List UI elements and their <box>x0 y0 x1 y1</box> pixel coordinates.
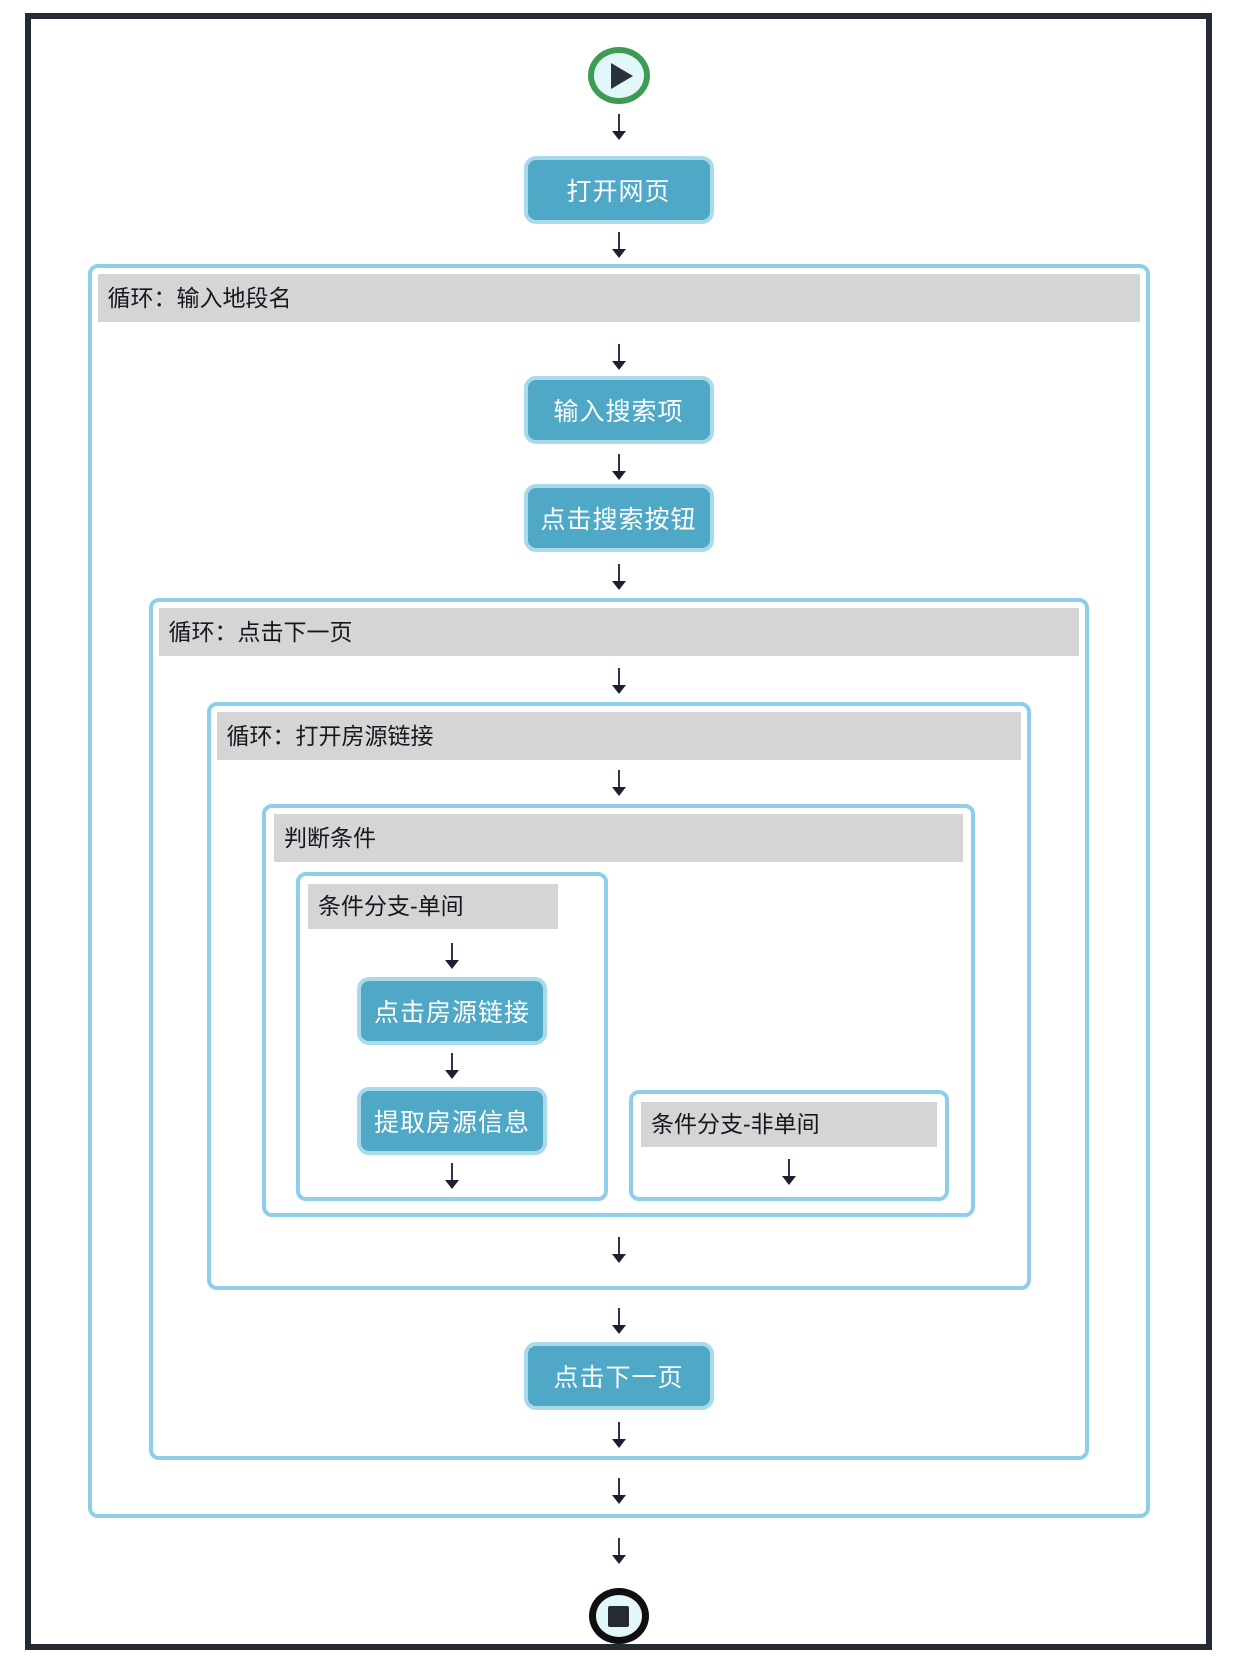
step-enter-search-term[interactable]: 输入搜索项 <box>523 376 714 445</box>
branch-single-container: 条件分支-单间 点击房源链接 提取房源信息 <box>296 872 608 1202</box>
play-icon[interactable] <box>587 47 650 105</box>
arrow-down-icon <box>444 943 460 969</box>
arrow-down-icon <box>611 564 627 590</box>
arrow-down-icon <box>611 1237 627 1263</box>
loop-open-listing-header[interactable]: 循环：打开房源链接 <box>216 712 1021 761</box>
loop-next-page-header[interactable]: 循环：点击下一页 <box>158 608 1079 657</box>
loop-input-area-container: 循环：输入地段名 输入搜索项 点击搜索按钮 循环：点击下一页 循环：打开房源链接… <box>87 264 1150 1519</box>
arrow-down-icon <box>444 1163 460 1189</box>
arrow-down-icon <box>611 668 627 694</box>
workflow-canvas: 打开网页 循环：输入地段名 输入搜索项 点击搜索按钮 循环：点击下一页 循环：打… <box>25 13 1212 1650</box>
arrow-down-icon <box>611 770 627 796</box>
condition-header[interactable]: 判断条件 <box>274 814 963 863</box>
arrow-down-icon <box>444 1053 460 1079</box>
loop-input-area-header[interactable]: 循环：输入地段名 <box>97 274 1140 323</box>
condition-branches: 条件分支-单间 点击房源链接 提取房源信息 条件分支-非单间 <box>296 872 949 1202</box>
arrow-down-icon <box>611 344 627 370</box>
arrow-down-icon <box>611 454 627 480</box>
arrow-down-icon <box>611 1478 627 1504</box>
branch-single-header[interactable]: 条件分支-单间 <box>308 884 558 930</box>
arrow-down-icon <box>611 114 627 140</box>
step-open-webpage[interactable]: 打开网页 <box>523 156 714 225</box>
stop-icon[interactable] <box>588 1588 649 1644</box>
step-click-search-button[interactable]: 点击搜索按钮 <box>523 484 714 553</box>
arrow-down-icon <box>611 1422 627 1448</box>
branch-non-single-container: 条件分支-非单间 <box>629 1090 949 1202</box>
step-click-next-page[interactable]: 点击下一页 <box>523 1342 714 1411</box>
loop-next-page-container: 循环：点击下一页 循环：打开房源链接 判断条件 条件分支-单间 点击房源链接 提… <box>148 598 1089 1461</box>
condition-container: 判断条件 条件分支-单间 点击房源链接 提取房源信息 条件分支-非单间 <box>262 804 975 1218</box>
arrow-down-icon <box>611 1308 627 1334</box>
step-extract-listing-info[interactable]: 提取房源信息 <box>357 1087 547 1156</box>
loop-open-listing-container: 循环：打开房源链接 判断条件 条件分支-单间 点击房源链接 提取房源信息 <box>206 702 1031 1291</box>
arrow-down-icon <box>611 1538 627 1564</box>
arrow-down-icon <box>611 232 627 258</box>
branch-non-single-header[interactable]: 条件分支-非单间 <box>641 1102 937 1148</box>
step-click-listing-link[interactable]: 点击房源链接 <box>357 977 547 1046</box>
arrow-down-icon <box>781 1159 797 1185</box>
